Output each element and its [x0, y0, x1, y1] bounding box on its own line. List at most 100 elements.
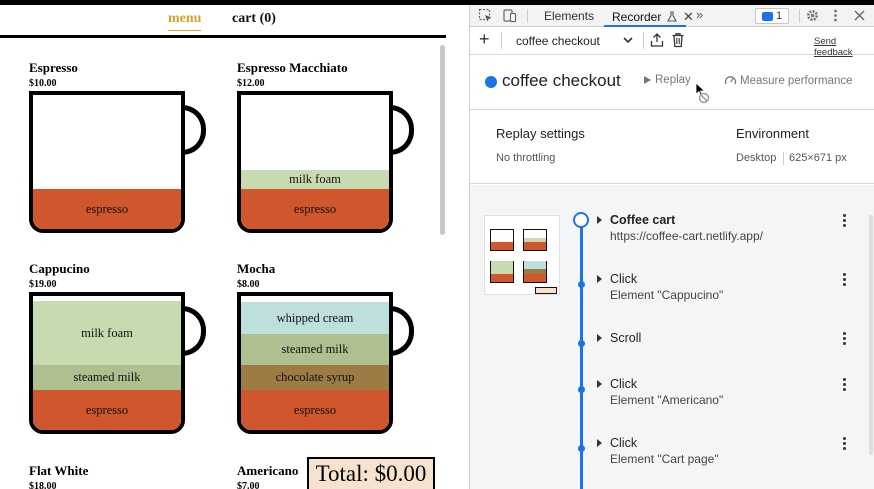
send-feedback-link[interactable]: Send feedback: [814, 36, 853, 58]
more-options-icon[interactable]: [828, 8, 843, 23]
step-title: Click: [610, 272, 638, 286]
gauge-icon: [724, 76, 737, 85]
expand-triangle-icon[interactable]: [597, 334, 602, 342]
coffee-price: $19.00: [29, 279, 57, 290]
chevron-down-icon[interactable]: [622, 32, 634, 48]
cup-layer-steamed-milk: steamed milk: [241, 334, 389, 365]
play-icon: [644, 76, 651, 84]
cup-layer-milk-foam: milk foam: [241, 170, 389, 189]
delete-recording-icon[interactable]: [671, 32, 685, 48]
step-dot: [578, 445, 585, 452]
close-devtools-icon[interactable]: [852, 8, 867, 23]
cup-layer-espresso: espresso: [33, 189, 181, 229]
step-menu-icon[interactable]: [842, 273, 846, 286]
expand-triangle-icon[interactable]: [597, 439, 602, 447]
panel-divider[interactable]: [469, 5, 470, 489]
active-tab-indicator: [604, 25, 686, 27]
export-icon[interactable]: [650, 32, 664, 48]
cup-handle: [178, 306, 206, 356]
measure-performance-button[interactable]: Measure performance: [724, 74, 853, 87]
step-dot: [578, 386, 585, 393]
environment-device: Desktop: [736, 152, 777, 164]
coffee-cup[interactable]: espresso: [29, 91, 209, 233]
page-thumbnail: [484, 215, 560, 295]
devtools-panel: Elements Recorder ✕ » 1 + coffee checkou: [470, 5, 874, 489]
step-menu-icon[interactable]: [842, 332, 846, 345]
tab-recorder[interactable]: Recorder ✕: [612, 9, 694, 25]
coffee-price: $7.00: [237, 481, 260, 489]
environment-title: Environment: [736, 126, 809, 141]
device-toolbar-icon[interactable]: [502, 8, 517, 23]
coffee-name: Mocha: [237, 261, 276, 276]
recording-header: coffee checkout Replay Measure performan…: [470, 55, 874, 110]
step-dot: [578, 340, 585, 347]
environment-size: 625×671 px: [789, 152, 847, 164]
tab-recorder-label: Recorder: [612, 10, 662, 24]
recorder-toolbar: + coffee checkout Send feedback: [470, 27, 874, 58]
nav-cart-link[interactable]: cart (0): [232, 11, 276, 26]
step-menu-icon[interactable]: [842, 378, 846, 391]
step-dot: [578, 281, 585, 288]
create-recording-icon[interactable]: +: [479, 29, 490, 49]
tabbar-separator: [799, 9, 800, 23]
expand-triangle-icon[interactable]: [597, 380, 602, 388]
steps-scrollbar[interactable]: [869, 215, 873, 455]
step-subtitle: https://coffee-cart.netlify.app/: [610, 229, 763, 243]
total-checkout-button[interactable]: Total: $0.00: [307, 457, 435, 489]
expand-triangle-icon[interactable]: [597, 275, 602, 283]
step-title: Coffee cart: [610, 213, 676, 227]
inspect-element-icon[interactable]: [478, 8, 493, 23]
cup-layer-milk-foam: milk foam: [33, 301, 181, 365]
settings-gear-icon[interactable]: [805, 8, 820, 23]
cup-layer-espresso: espresso: [241, 390, 389, 430]
coffee-name: Americano: [237, 463, 299, 478]
page-scrollbar-track[interactable]: [439, 43, 446, 489]
step-subtitle: Element "Cart page": [610, 452, 719, 466]
expand-triangle-icon[interactable]: [597, 216, 602, 224]
cup-handle: [178, 105, 206, 155]
coffee-price: $10.00: [29, 78, 57, 89]
close-tab-icon[interactable]: ✕: [683, 9, 694, 24]
nav-menu-link[interactable]: menu: [168, 11, 202, 31]
cup-handle: [386, 105, 414, 155]
window-top-strip: [0, 0, 874, 5]
more-tabs-button[interactable]: »: [696, 7, 704, 22]
page-scrollbar-thumb[interactable]: [440, 45, 445, 235]
issues-counter[interactable]: 1: [755, 8, 789, 24]
replay-settings-title: Replay settings: [496, 126, 585, 141]
tabbar-separator: [527, 9, 528, 23]
step-subtitle: Element "Americano": [610, 393, 724, 407]
cup-layer-steamed-milk: steamed milk: [33, 365, 181, 390]
recording-status-dot: [485, 76, 497, 88]
tab-elements[interactable]: Elements: [544, 9, 595, 23]
timeline-line: [580, 223, 583, 489]
coffee-name: Espresso: [29, 60, 78, 75]
coffee-item-americano: Americano $7.00: [237, 463, 427, 489]
replay-label: Replay: [655, 74, 691, 86]
cup-handle: [386, 306, 414, 356]
replay-button[interactable]: Replay: [644, 74, 691, 86]
recording-steps-list: Coffee cart https://coffee-cart.netlify.…: [470, 185, 874, 489]
coffee-name: Cappucino: [29, 261, 90, 276]
throttling-select[interactable]: No throttling: [496, 152, 556, 164]
cup-layer-espresso: espresso: [33, 390, 181, 430]
toolbar-separator: [643, 32, 644, 49]
step-menu-icon[interactable]: [842, 437, 846, 450]
recording-title[interactable]: coffee checkout: [502, 71, 621, 90]
coffee-price: $8.00: [237, 279, 260, 290]
step-subtitle: Element "Cappucino": [610, 288, 724, 302]
step-menu-icon[interactable]: [842, 214, 846, 227]
coffee-item-espresso: Espresso $10.00 espresso: [29, 60, 219, 233]
timeline-start-node: [573, 212, 589, 228]
replay-settings-section: Replay settings No throttling Environmen…: [470, 111, 874, 184]
recording-select[interactable]: coffee checkout: [516, 34, 600, 48]
